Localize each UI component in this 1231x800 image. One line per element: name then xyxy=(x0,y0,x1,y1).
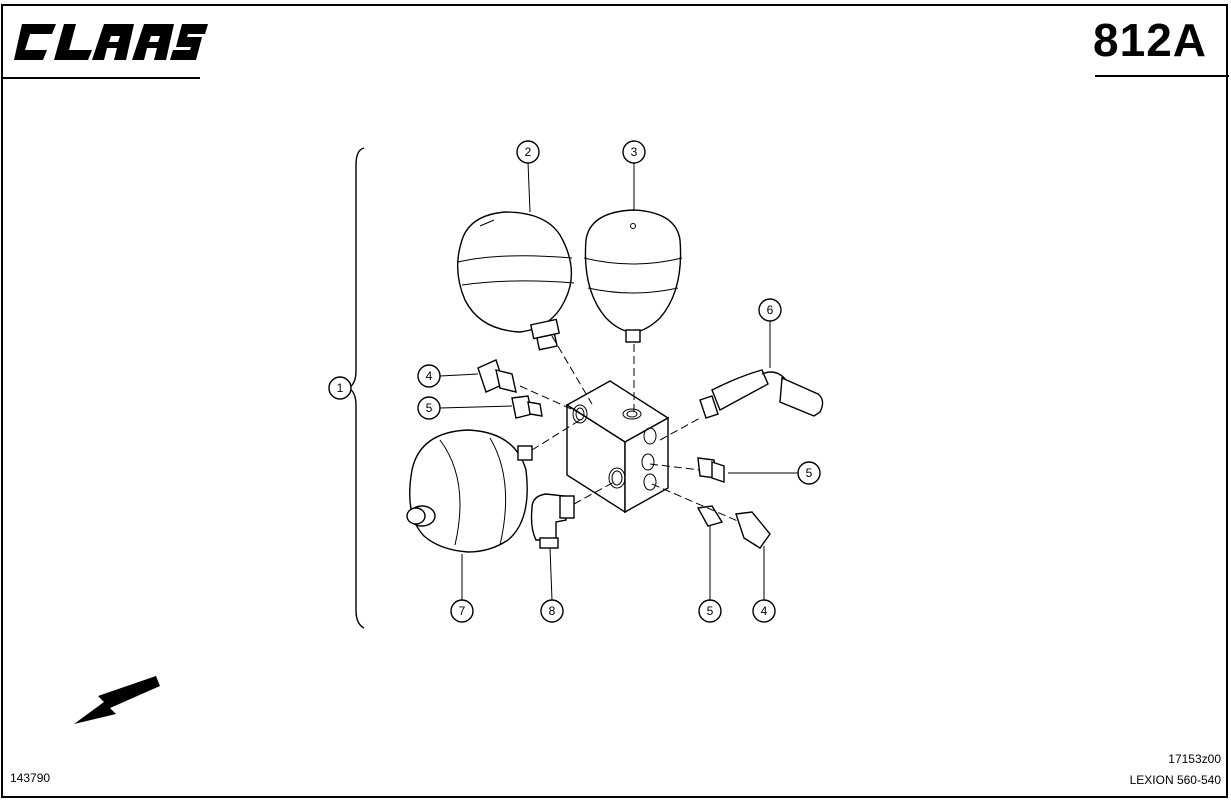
callout-3: 3 xyxy=(622,140,646,164)
callout-label: 3 xyxy=(631,145,638,159)
callout-1: 1 xyxy=(328,376,352,400)
callout-label: 5 xyxy=(707,604,714,618)
callout-6: 6 xyxy=(758,298,782,322)
leader-lines xyxy=(439,161,798,601)
sensor-6 xyxy=(699,369,824,419)
callout-label: 2 xyxy=(525,145,532,159)
callout-label: 8 xyxy=(549,604,556,618)
assembly-lines xyxy=(519,335,741,523)
page-number-underline xyxy=(1095,75,1229,77)
fitting-5-left xyxy=(511,395,543,419)
document-number: 143790 xyxy=(10,771,51,785)
callout-4-left: 4 xyxy=(417,364,441,388)
callout-2: 2 xyxy=(516,140,540,164)
callout-7: 7 xyxy=(450,599,474,623)
drawing-frame xyxy=(1,4,1228,798)
valve-block xyxy=(565,380,670,514)
fitting-5-bottom xyxy=(696,505,724,527)
callout-label: 6 xyxy=(767,303,774,317)
machine-model: LEXION 560-540 xyxy=(1129,773,1221,787)
fitting-4-bottom xyxy=(735,511,771,549)
callout-4-bottom: 4 xyxy=(752,599,776,623)
callout-5-left: 5 xyxy=(417,396,441,420)
logo-underline xyxy=(2,77,200,79)
claas-logo xyxy=(14,24,208,60)
callout-8: 8 xyxy=(540,599,564,623)
page-number: 812A xyxy=(1093,14,1207,66)
elbow-fitting-8 xyxy=(530,493,575,549)
callout-5-bottom: 5 xyxy=(698,599,722,623)
callout-label: 4 xyxy=(761,604,768,618)
direction-arrow-icon xyxy=(74,676,160,724)
callout-label: 4 xyxy=(426,369,433,383)
callout-5-right: 5 xyxy=(797,461,821,485)
fitting-5-right xyxy=(697,457,725,483)
fitting-4-left xyxy=(477,359,517,393)
callout-label: 1 xyxy=(337,381,344,395)
accumulator-3 xyxy=(583,209,683,343)
accumulator-7 xyxy=(406,429,533,553)
callout-label: 7 xyxy=(459,604,466,618)
accumulator-2 xyxy=(457,211,575,351)
callout-label: 5 xyxy=(426,401,433,415)
callout-label: 5 xyxy=(806,466,813,480)
drawing-code: 17153z00 xyxy=(1168,752,1221,766)
